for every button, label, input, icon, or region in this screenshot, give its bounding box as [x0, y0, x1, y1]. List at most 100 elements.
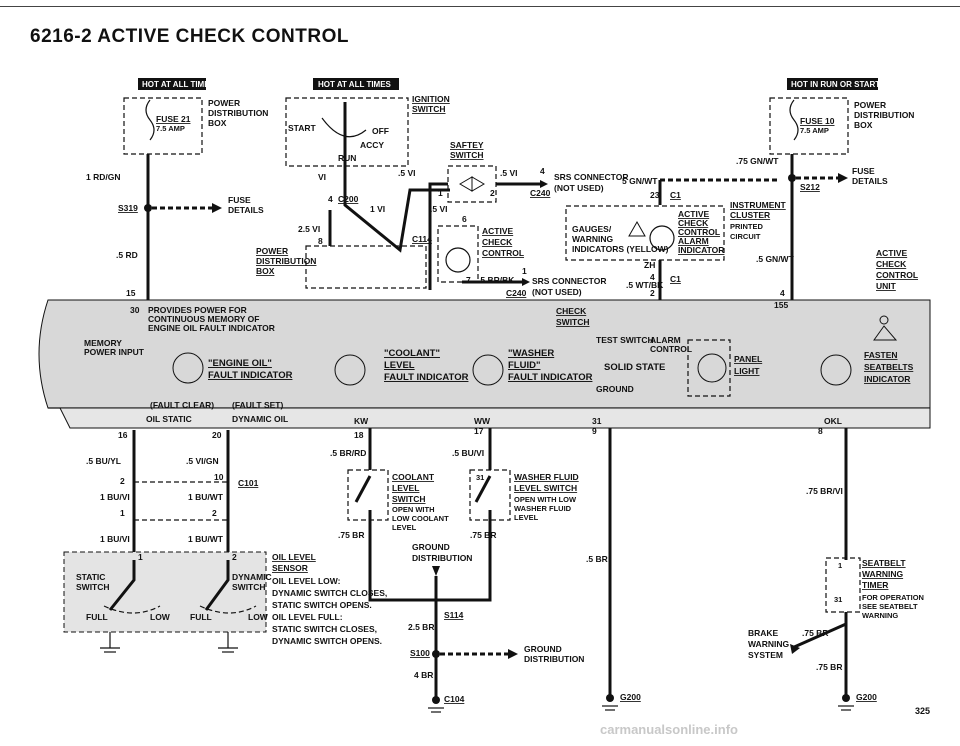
- ignition-switch: IGNITION SWITCH START OFF ACCY RUN: [285, 94, 450, 175]
- svg-text:S319: S319: [118, 203, 138, 213]
- svg-text:.5 BU/VI: .5 BU/VI: [452, 448, 484, 458]
- svg-text:DETAILS: DETAILS: [228, 205, 264, 215]
- svg-text:UNIT: UNIT: [876, 281, 897, 291]
- svg-text:ALARM: ALARM: [650, 335, 681, 345]
- svg-text:6: 6: [462, 214, 467, 224]
- svg-text:SWITCH: SWITCH: [556, 317, 590, 327]
- svg-text:.5 VI: .5 VI: [430, 204, 447, 214]
- svg-text:C104: C104: [444, 694, 465, 704]
- splice-s212: [788, 174, 796, 182]
- svg-text:OIL LEVEL LOW:: OIL LEVEL LOW:: [272, 576, 341, 586]
- svg-text:.5 BR/RD: .5 BR/RD: [330, 448, 366, 458]
- svg-text:FULL: FULL: [190, 612, 212, 622]
- svg-text:POWER: POWER: [208, 98, 240, 108]
- svg-text:OFF: OFF: [372, 126, 389, 136]
- svg-text:COOLANT: COOLANT: [392, 472, 435, 482]
- acc-module-small: [437, 225, 479, 283]
- svg-text:BOX: BOX: [256, 266, 275, 276]
- svg-text:INSTRUMENT: INSTRUMENT: [730, 200, 787, 210]
- right-power-distribution-box: FUSE 10 7.5 AMP POWER DISTRIBUTION BOX: [769, 97, 914, 155]
- solid-state-label: SOLID STATE: [604, 362, 665, 373]
- svg-text:BOX: BOX: [208, 118, 227, 128]
- svg-text:DYNAMIC SWITCH OPENS.: DYNAMIC SWITCH OPENS.: [272, 636, 382, 646]
- svg-text:WARNING: WARNING: [862, 569, 903, 579]
- svg-text:5 GN/WT: 5 GN/WT: [622, 176, 658, 186]
- svg-text:.75 BR: .75 BR: [470, 530, 496, 540]
- svg-text:SAFTEY: SAFTEY: [450, 140, 484, 150]
- svg-text:START: START: [288, 123, 317, 133]
- svg-text:GROUND: GROUND: [412, 542, 450, 552]
- svg-text:INDICATOR: INDICATOR: [864, 374, 910, 384]
- svg-text:DYNAMIC: DYNAMIC: [232, 572, 272, 582]
- svg-text:.5 BR: .5 BR: [586, 554, 608, 564]
- svg-text:20: 20: [212, 430, 222, 440]
- svg-text:8: 8: [318, 236, 323, 246]
- svg-text:WW: WW: [474, 416, 491, 426]
- svg-text:FULL: FULL: [86, 612, 108, 622]
- watermark: carmanualsonline.info: [600, 722, 738, 737]
- svg-text:S212: S212: [800, 182, 820, 192]
- svg-text:.5 GN/WT: .5 GN/WT: [756, 254, 795, 264]
- coolant-level-switch: COOLANT LEVEL SWITCH OPEN WITH LOW COOLA…: [347, 469, 449, 532]
- svg-text:WARNING: WARNING: [862, 611, 898, 620]
- svg-text:FLUID": FLUID": [508, 360, 540, 371]
- svg-text:S100: S100: [410, 648, 430, 658]
- svg-text:WARNING: WARNING: [748, 639, 789, 649]
- wire-ignition-run: [343, 175, 450, 253]
- svg-text:HOT IN RUN OR START: HOT IN RUN OR START: [791, 80, 880, 89]
- svg-text:LOW COOLANT: LOW COOLANT: [392, 514, 449, 523]
- svg-text:LEVEL: LEVEL: [392, 523, 417, 532]
- svg-text:.75 BR/VI: .75 BR/VI: [806, 486, 843, 496]
- panel-light: PANEL LIGHT: [687, 339, 762, 397]
- svg-text:CONTINUOUS MEMORY OF: CONTINUOUS MEMORY OF: [148, 314, 259, 324]
- left-power-distribution-box: FUSE 21 7.5 AMP POWER DISTRIBUTION BOX: [123, 97, 268, 155]
- svg-text:FOR OPERATION: FOR OPERATION: [862, 593, 924, 602]
- page-title: 6216-2 ACTIVE CHECK CONTROL: [30, 26, 349, 47]
- svg-text:GAUGES/: GAUGES/: [572, 224, 612, 234]
- svg-text:2: 2: [212, 508, 217, 518]
- svg-text:7.5 AMP: 7.5 AMP: [156, 124, 185, 133]
- srs-connector-top: SRS CONNECTOR: [554, 172, 628, 182]
- svg-text:G200: G200: [856, 692, 877, 702]
- svg-text:10: 10: [214, 472, 224, 482]
- pdb-center: [305, 245, 427, 289]
- hot-label-right: HOT IN RUN OR START: [787, 78, 880, 90]
- svg-text:1: 1: [438, 188, 443, 198]
- svg-text:ACTIVE: ACTIVE: [678, 209, 710, 219]
- svg-text:LOW: LOW: [248, 612, 269, 622]
- svg-text:OIL LEVEL FULL:: OIL LEVEL FULL:: [272, 612, 343, 622]
- svg-text:INDICATORS (YELLOW): INDICATORS (YELLOW): [572, 244, 669, 254]
- svg-text:HOT AT ALL TIMES: HOT AT ALL TIMES: [142, 80, 216, 89]
- svg-text:KW: KW: [354, 416, 369, 426]
- hot-label-left: HOT AT ALL TIMES: [138, 78, 216, 90]
- svg-text:.5 BU/YL: .5 BU/YL: [86, 456, 121, 466]
- srs-connector-bottom: SRS CONNECTOR: [532, 276, 606, 286]
- svg-text:FUSE: FUSE: [228, 195, 251, 205]
- svg-text:WASHER FLUID: WASHER FLUID: [514, 472, 579, 482]
- svg-text:ACTIVE: ACTIVE: [876, 248, 908, 258]
- svg-text:STATIC SWITCH CLOSES,: STATIC SWITCH CLOSES,: [272, 624, 377, 634]
- svg-text:1 BU/WT: 1 BU/WT: [188, 534, 224, 544]
- svg-text:ALARM: ALARM: [678, 236, 709, 246]
- svg-text:DISTRIBUTION: DISTRIBUTION: [208, 108, 268, 118]
- svg-text:LEVEL SWITCH: LEVEL SWITCH: [514, 483, 577, 493]
- svg-text:2.5 VI: 2.5 VI: [298, 224, 320, 234]
- svg-text:DYNAMIC SWITCH CLOSES,: DYNAMIC SWITCH CLOSES,: [272, 588, 387, 598]
- svg-text:SWITCH: SWITCH: [76, 582, 110, 592]
- svg-text:OIL LEVEL: OIL LEVEL: [272, 552, 316, 562]
- svg-text:C101: C101: [238, 478, 259, 488]
- svg-text:.5 RD: .5 RD: [116, 250, 138, 260]
- wire-label-rd-gn: 1 RD/GN: [86, 172, 120, 182]
- svg-text:ENGINE OIL FAULT INDICATOR: ENGINE OIL FAULT INDICATOR: [148, 323, 275, 333]
- svg-text:HOT AT ALL TIMES: HOT AT ALL TIMES: [318, 80, 392, 89]
- svg-text:4: 4: [328, 194, 333, 204]
- svg-text:1: 1: [138, 552, 143, 562]
- svg-text:2: 2: [232, 552, 237, 562]
- svg-text:"WASHER: "WASHER: [508, 348, 554, 359]
- svg-text:31: 31: [592, 416, 602, 426]
- svg-text:BRAKE: BRAKE: [748, 628, 779, 638]
- svg-text:.5 BR/BK: .5 BR/BK: [478, 275, 515, 285]
- svg-text:SWITCH: SWITCH: [232, 582, 266, 592]
- svg-text:8: 8: [818, 426, 823, 436]
- svg-text:SYSTEM: SYSTEM: [748, 650, 783, 660]
